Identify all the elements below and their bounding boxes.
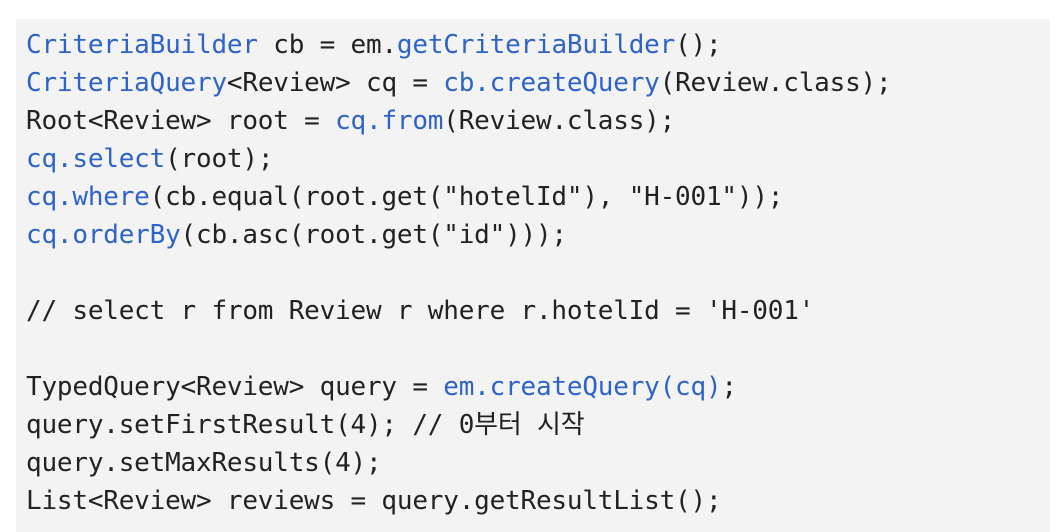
code-token-highlighted: cq.select (26, 144, 166, 174)
code-line: query.setMaxResults(4); (26, 444, 1050, 482)
code-token-highlighted: CriteriaBuilder (26, 30, 258, 60)
code-token: List<Review> reviews = query.getResultLi… (26, 486, 722, 516)
code-line: Root<Review> root = cq.from(Review.class… (26, 102, 1050, 140)
code-token: (Review.class); (659, 68, 892, 98)
code-token: Root<Review> root = (26, 106, 336, 136)
code-token: (); (675, 30, 722, 60)
code-token-highlighted: getCriteriaBuilder (396, 30, 676, 60)
code-token: <Review> cq = (226, 68, 444, 98)
code-token-highlighted: CriteriaQuery (26, 68, 227, 98)
code-token: TypedQuery<Review> query = (26, 372, 444, 402)
code-token: (root); (165, 144, 274, 174)
code-line: cq.select(root); (26, 140, 1050, 178)
code-line: query.setFirstResult(4); // 0부터 시작 (26, 406, 1050, 444)
code-line: CriteriaBuilder cb = em.getCriteriaBuild… (26, 26, 1050, 64)
code-token-highlighted: cb.createQuery (443, 68, 660, 98)
code-blank-line (26, 330, 1050, 368)
code-line: cq.orderBy(cb.asc(root.get("id"))); (26, 216, 1050, 254)
code-block: CriteriaBuilder cb = em.getCriteriaBuild… (16, 19, 1050, 532)
code-blank-line (26, 254, 1050, 292)
code-token: (Review.class); (443, 106, 676, 136)
code-token: query.setFirstResult(4); // 0부터 시작 (26, 410, 585, 440)
code-token: (cb.equal(root.get("hotelId"), "H-001"))… (149, 182, 784, 212)
code-token: query.setMaxResults(4); (26, 448, 382, 478)
code-line: // select r from Review r where r.hotelI… (26, 292, 1050, 330)
code-token: ; (721, 372, 737, 402)
code-token-highlighted: em.createQuery(cq) (443, 372, 722, 402)
code-token-highlighted: cq.from (335, 106, 444, 136)
code-line: List<Review> reviews = query.getResultLi… (26, 482, 1050, 520)
code-line: TypedQuery<Review> query = em.createQuer… (26, 368, 1050, 406)
code-token: (cb.asc(root.get("id"))); (180, 220, 568, 250)
code-token: // select r from Review r where r.hotelI… (26, 296, 815, 326)
code-token: cb = em. (257, 30, 397, 60)
code-token-highlighted: cq.where (26, 182, 150, 212)
code-token-highlighted: cq.orderBy (26, 220, 181, 250)
code-line: CriteriaQuery<Review> cq = cb.createQuer… (26, 64, 1050, 102)
code-line: cq.where(cb.equal(root.get("hotelId"), "… (26, 178, 1050, 216)
